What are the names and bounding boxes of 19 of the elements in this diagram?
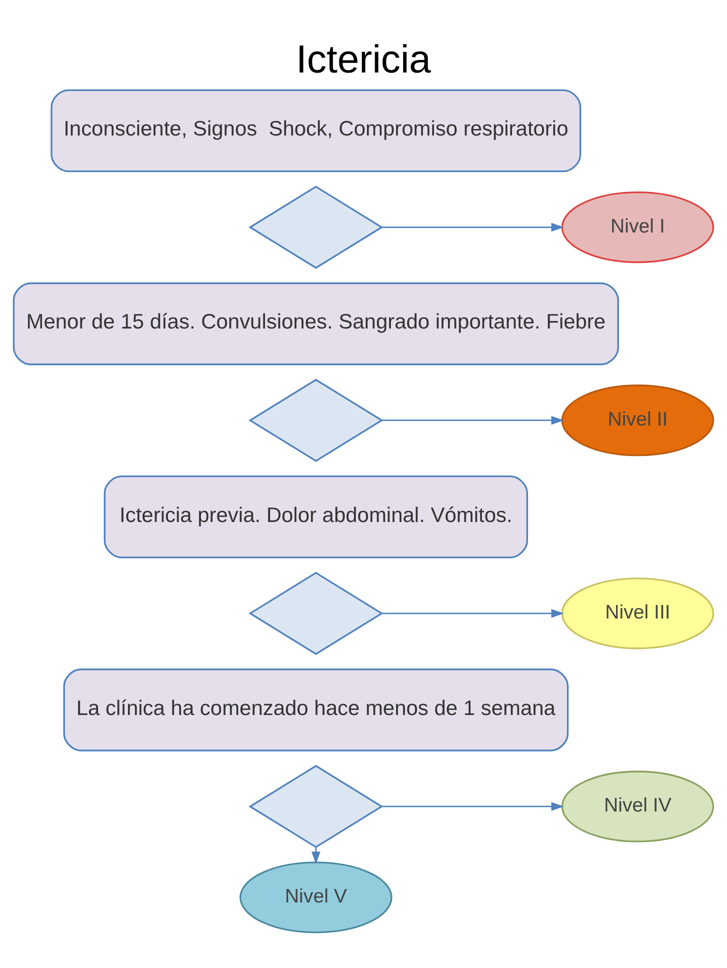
node-box: Menor de 15 días. Convulsiones. Sangrado importante. Fiebre bbox=[12, 282, 619, 366]
node-ellipse: Nivel IV bbox=[561, 770, 714, 842]
node-ellipse: Nivel I bbox=[561, 191, 714, 264]
node-ellipse: Nivel III bbox=[561, 578, 714, 650]
arrow bbox=[382, 416, 564, 425]
node-diamond bbox=[248, 572, 384, 655]
node-ellipse: Nivel V bbox=[240, 862, 392, 934]
arrow bbox=[382, 802, 564, 811]
node-box: Ictericia previa. Dolor abdominal. Vómitos. bbox=[104, 475, 528, 558]
arrow bbox=[382, 222, 564, 232]
node-diamond bbox=[248, 764, 384, 848]
node-box: Inconsciente, Signos Shock, Compromiso respiratorio bbox=[50, 89, 582, 172]
node-box: La clínica ha comenzado hace menos de 1 semana bbox=[63, 668, 569, 752]
arrow bbox=[312, 847, 320, 864]
node-diamond bbox=[248, 186, 384, 269]
diagram-title: Ictericia bbox=[296, 38, 431, 82]
node-diamond bbox=[248, 378, 384, 462]
arrow bbox=[382, 609, 564, 618]
node-ellipse: Nivel II bbox=[561, 384, 714, 456]
